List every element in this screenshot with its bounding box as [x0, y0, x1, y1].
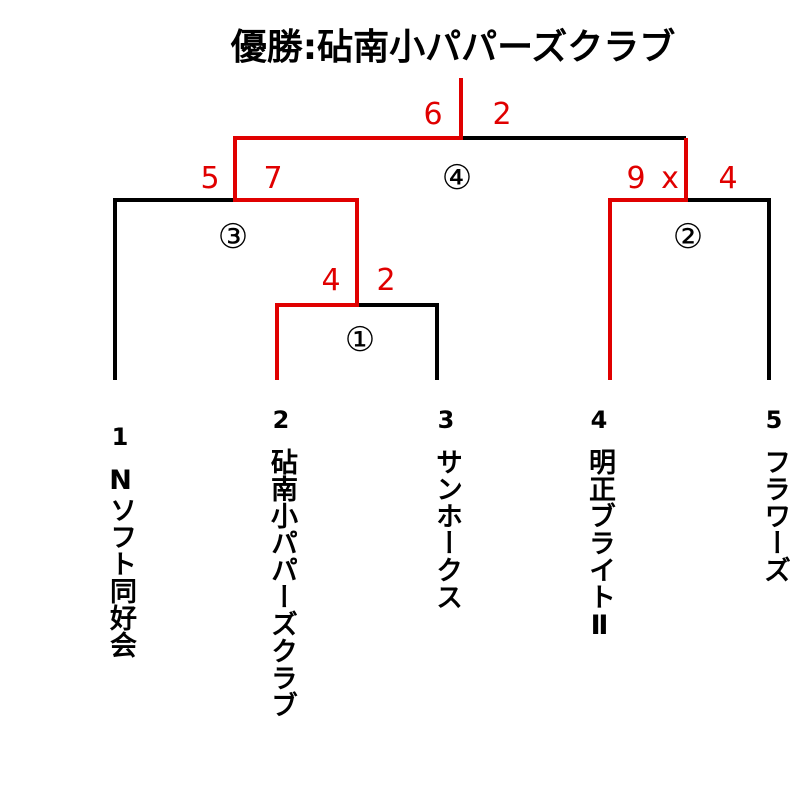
winner-path-team2 [233, 78, 463, 380]
team-4: 4 明正ブライトⅡ [579, 406, 619, 641]
match3-left-score: 5 [200, 161, 219, 196]
team-5: 5 フラワーズ [754, 406, 794, 583]
line-team5 [686, 198, 771, 380]
match3-label: ③ [218, 217, 248, 257]
team-3: 3 サンホークス [426, 406, 466, 610]
team-name: 砧南小パパーズクラブ [266, 448, 297, 718]
team-name: Nソフト同好会 [105, 465, 136, 658]
winner-lines [233, 78, 688, 380]
team-seed: 5 [765, 406, 783, 434]
final-left-score: 6 [423, 97, 442, 132]
final-right-score: 2 [492, 97, 511, 132]
match2-left-score: 9 [626, 161, 645, 196]
match1-label: ① [345, 320, 375, 360]
bracket-lines [113, 136, 771, 380]
line-team1 [113, 198, 235, 380]
bracket-title: 優勝:砧南小パパーズクラブ [230, 27, 676, 68]
match2-note: x [661, 161, 679, 196]
team-name: サンホークス [431, 448, 462, 610]
match1-right-score: 2 [376, 263, 395, 298]
team-name: 明正ブライトⅡ [584, 448, 615, 641]
team-seed: 4 [590, 406, 608, 434]
team-2: 2 砧南小パパーズクラブ [261, 406, 301, 718]
match3-right-score: 7 [263, 161, 282, 196]
team-1: 1 Nソフト同好会 [100, 423, 140, 658]
team-name: フラワーズ [759, 448, 790, 583]
winner-path-team4 [608, 138, 688, 380]
match2-right-score: 4 [718, 161, 737, 196]
team-seed: 3 [437, 406, 455, 434]
team-seed: 2 [272, 406, 290, 434]
match2-label: ② [673, 217, 703, 257]
line-team3 [357, 303, 439, 380]
final-label: ④ [442, 158, 472, 198]
team-seed: 1 [111, 423, 129, 451]
match1-left-score: 4 [321, 263, 340, 298]
